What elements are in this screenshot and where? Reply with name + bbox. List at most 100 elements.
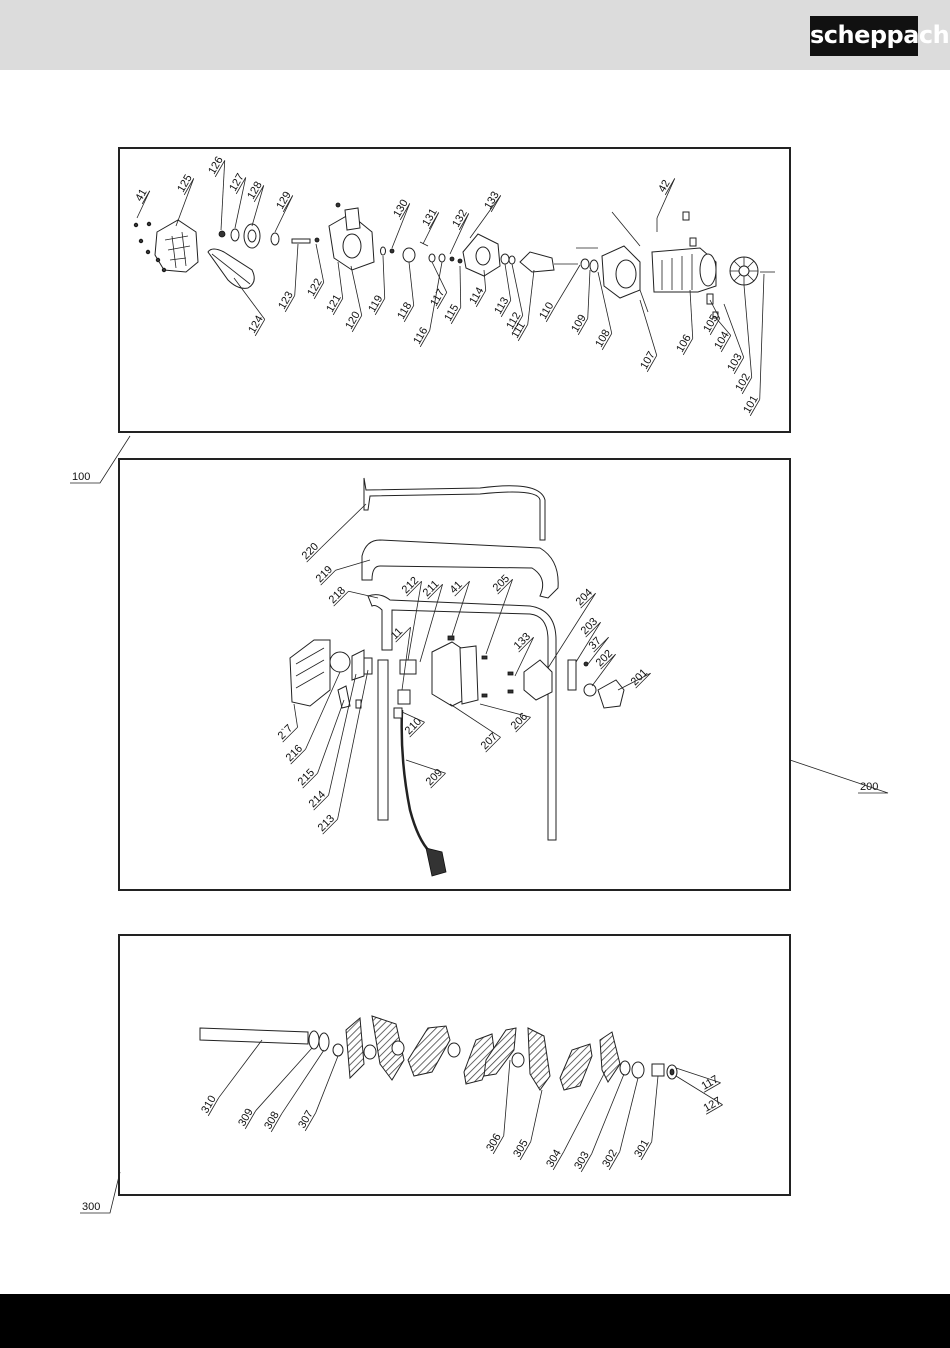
page-footer: [0, 1294, 950, 1348]
part-leader-line: [318, 700, 344, 773]
part-leader-line: [504, 1060, 510, 1136]
part-leader-line: [294, 704, 298, 727]
part-leader-line: [588, 270, 590, 318]
part-number: 103: [725, 352, 745, 374]
part-number: 41: [448, 579, 465, 596]
part-number: 302: [600, 1148, 620, 1170]
part-number: 132: [450, 208, 470, 230]
part-callout: 115: [442, 302, 462, 324]
part-leader-line: [406, 760, 446, 773]
part-number: 309: [236, 1107, 256, 1129]
part-number: 123: [276, 290, 296, 312]
part-leader-line: [620, 1078, 638, 1152]
part-number: 126: [206, 155, 226, 177]
part-callout: 213: [315, 811, 338, 834]
assembly-200-parts: [290, 478, 624, 876]
assembly-300-parts: [200, 1016, 677, 1090]
part-callout: 119: [366, 293, 386, 315]
part-number: 114: [467, 285, 486, 306]
part-callout: 301: [632, 1136, 653, 1160]
part-leader-line: [338, 262, 343, 298]
part-number: 129: [274, 190, 294, 212]
part-callout: 2`7: [275, 719, 298, 742]
part-number: 102: [733, 372, 753, 394]
part-callout: 116: [411, 325, 431, 347]
part-callout: 214: [306, 787, 329, 810]
part-callout: 131: [420, 207, 440, 230]
part-callout: 129: [274, 190, 294, 213]
part-callout: 106: [674, 333, 694, 356]
assembly-leader-line: [790, 760, 888, 793]
part-callout: 207: [478, 729, 501, 752]
part-callout: 309: [236, 1105, 257, 1129]
part-callout: 42: [656, 173, 676, 195]
part-number: 303: [572, 1150, 592, 1172]
part-number: 110: [537, 300, 556, 321]
part-number: 301: [632, 1138, 652, 1160]
part-callout: 132: [450, 208, 470, 231]
part-leader-line: [652, 1076, 658, 1142]
part-leader-line: [531, 1090, 542, 1142]
part-number: 310: [199, 1094, 219, 1116]
part-number: 101: [741, 394, 761, 416]
part-leader-line: [460, 266, 461, 307]
part-number: 109: [569, 313, 589, 335]
part-number: 305: [511, 1138, 531, 1160]
part-number: 117: [700, 1073, 721, 1092]
part-callout: 133: [482, 190, 502, 213]
part-callout: 308: [262, 1108, 283, 1132]
part-leader-line: [592, 1074, 624, 1154]
part-callout: 108: [593, 328, 613, 351]
part-callout: 41: [447, 573, 470, 596]
part-number: 127: [227, 172, 247, 194]
part-callout: 114: [467, 285, 487, 307]
part-callout: 109: [569, 313, 589, 336]
part-callout: 121: [324, 293, 344, 316]
part-leader-line: [295, 244, 298, 295]
part-callout: 103: [725, 352, 745, 375]
part-callout: 218: [326, 583, 349, 606]
part-leader-line: [219, 1040, 262, 1098]
part-callout: 101: [741, 394, 761, 417]
part-callout: 304: [544, 1146, 565, 1170]
part-leader-line: [480, 704, 531, 717]
part-number: 306: [484, 1132, 504, 1154]
part-callout: 110: [537, 300, 557, 322]
part-leader-line: [383, 256, 385, 298]
part-number: 120: [343, 310, 363, 332]
part-callout: 123: [276, 290, 296, 313]
part-leader-line: [409, 262, 414, 305]
part-number: 113: [492, 295, 511, 316]
part-leader-line: [351, 266, 362, 315]
part-leader-line: [505, 264, 511, 300]
part-leader-line: [450, 704, 501, 737]
part-leader-line: [282, 1050, 324, 1114]
part-callout: 307: [296, 1107, 317, 1131]
part-callout: 206: [508, 709, 531, 732]
part-callout: 133: [511, 629, 534, 652]
part-callout: 209: [423, 765, 446, 788]
part-number: 106: [674, 333, 694, 355]
part-callout: 303: [572, 1148, 593, 1172]
part-number: 133: [482, 190, 502, 212]
part-number: 115: [442, 302, 461, 323]
part-leader-line: [316, 244, 324, 282]
part-number: 108: [593, 328, 613, 350]
part-number: 304: [544, 1148, 564, 1170]
part-leader-line: [316, 1056, 338, 1113]
part-callout: 127: [227, 172, 247, 195]
part-leader-line: [528, 270, 534, 324]
part-leader-line: [322, 504, 366, 547]
part-leader-line: [256, 1048, 312, 1111]
part-leader-line: [221, 160, 225, 230]
part-callout: 118: [395, 300, 415, 322]
part-callout: 215: [295, 765, 318, 788]
part-number: 122: [305, 277, 325, 299]
part-number: 307: [296, 1109, 316, 1131]
part-number: 121: [324, 293, 344, 315]
assembly-label: 100: [72, 471, 90, 483]
part-number: 117: [428, 287, 447, 308]
part-leader-line: [744, 285, 752, 377]
part-callout: 306: [484, 1130, 505, 1154]
